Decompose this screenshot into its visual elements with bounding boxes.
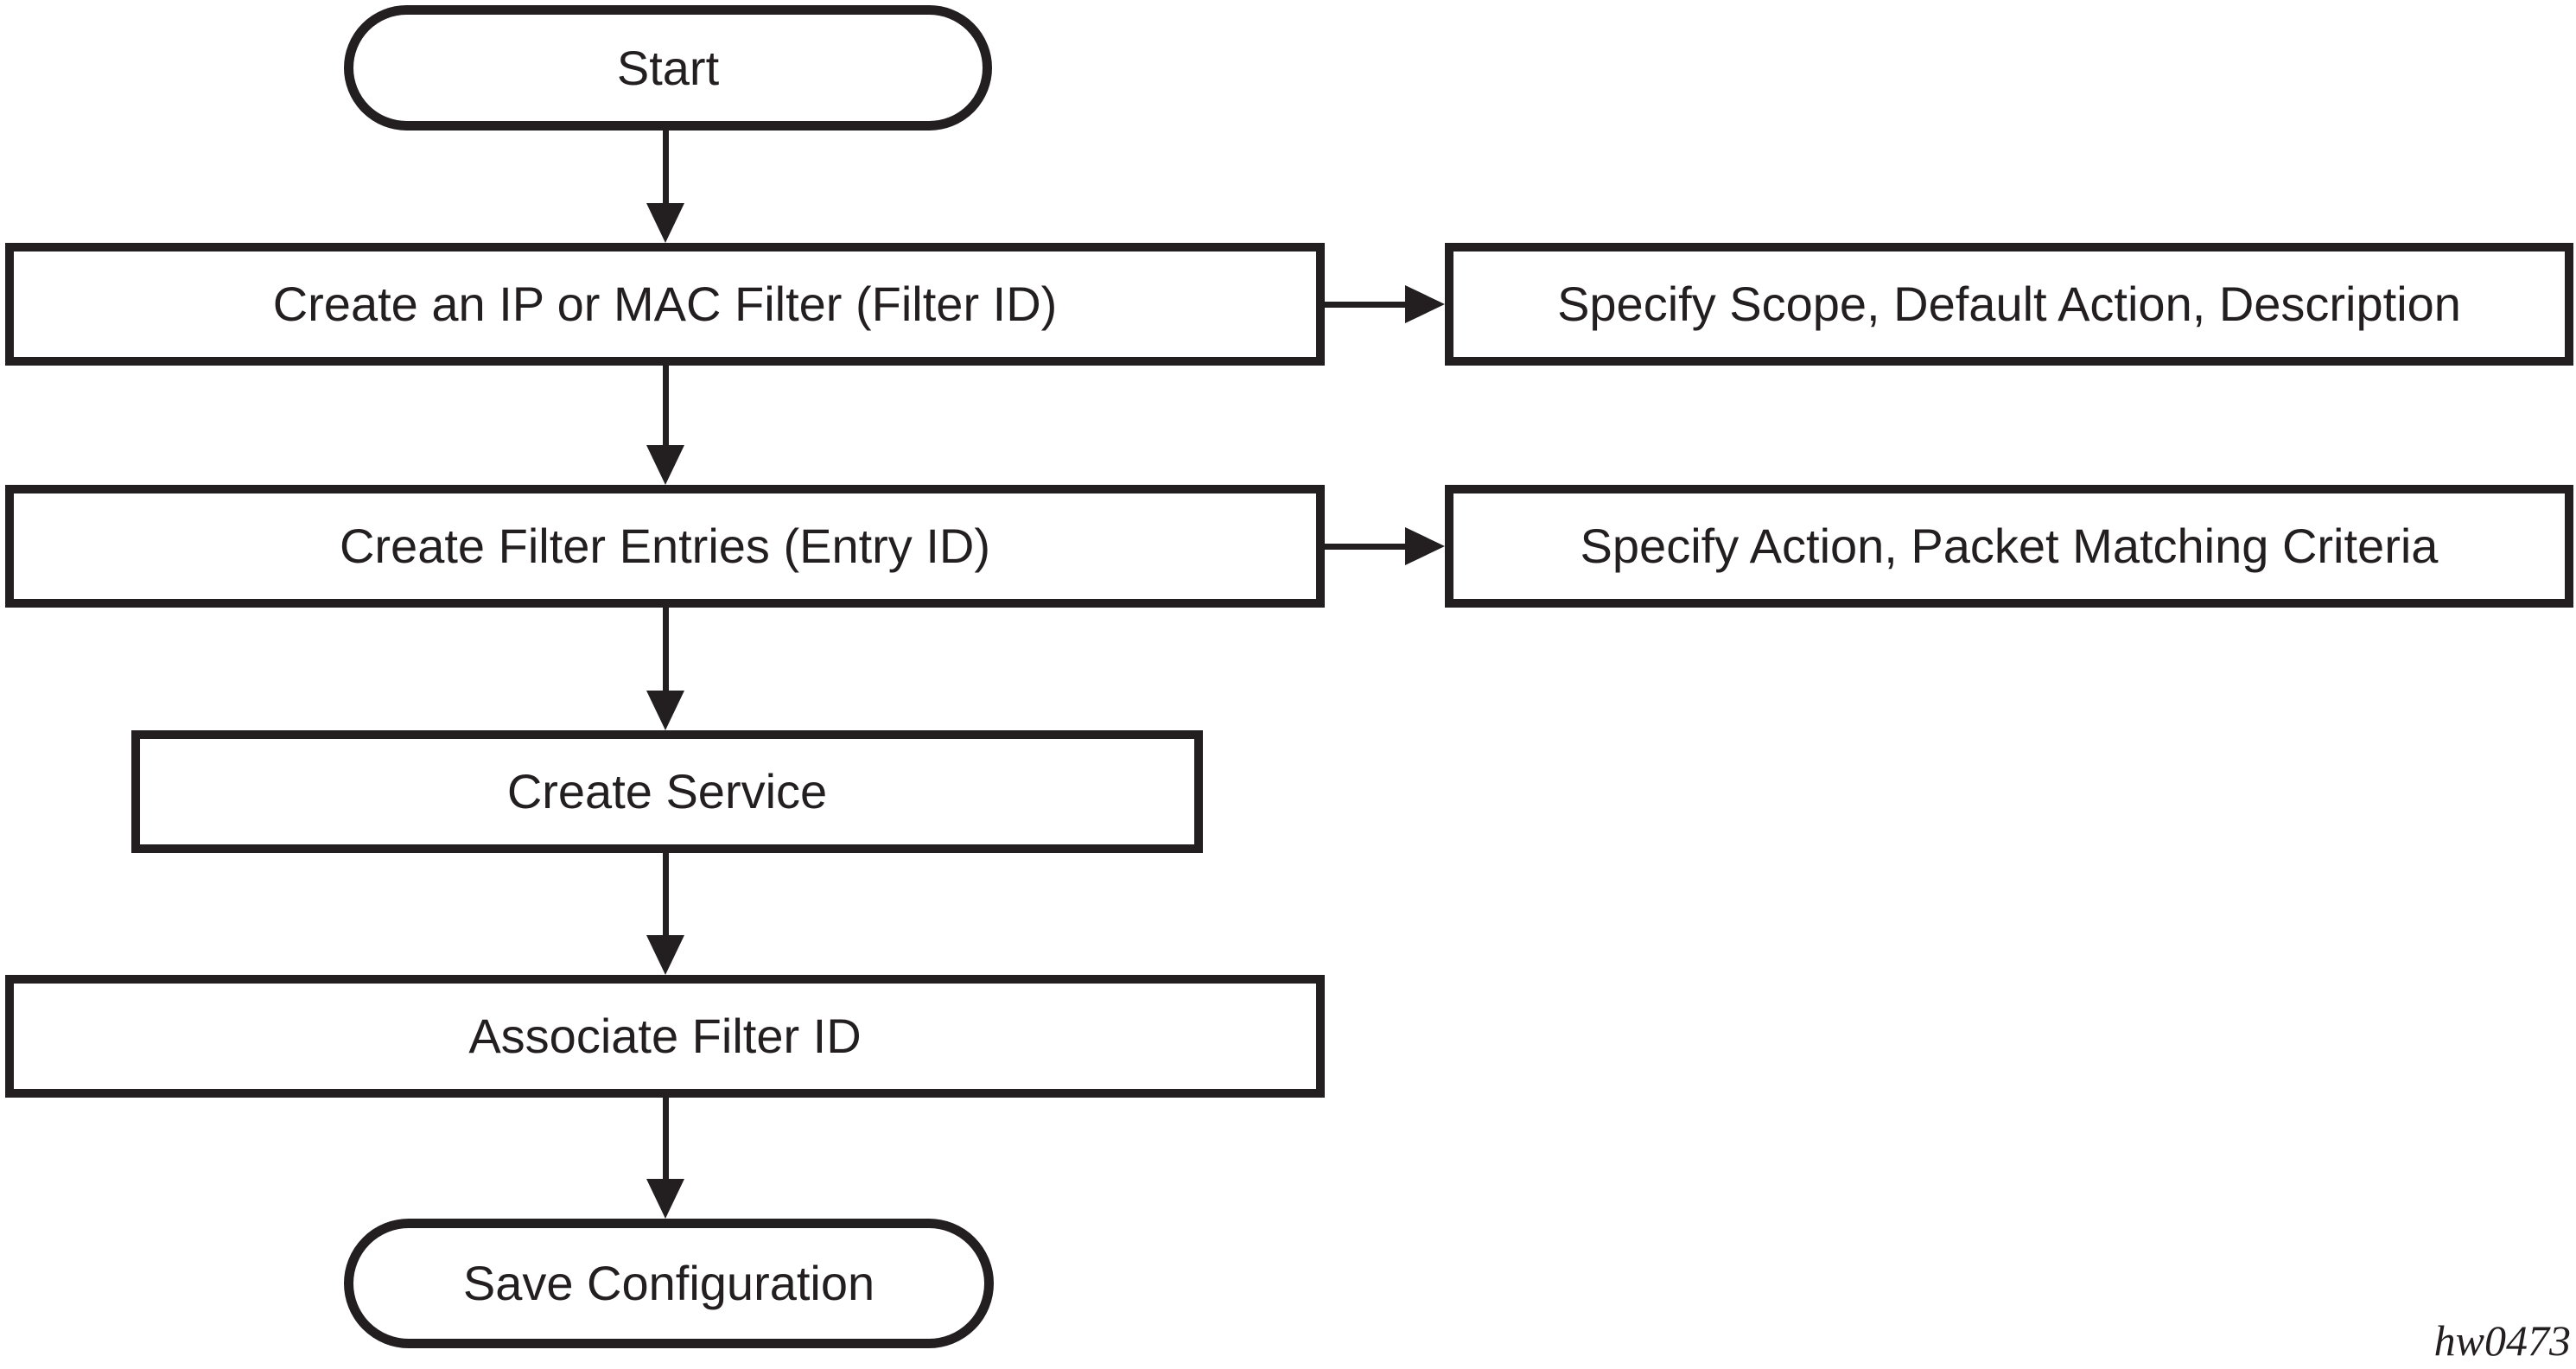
edge-line xyxy=(663,851,669,938)
arrow-right-icon xyxy=(1405,527,1445,565)
node-associate-filter: Associate Filter ID xyxy=(5,975,1325,1098)
arrow-down-icon xyxy=(646,1179,684,1219)
arrow-down-icon xyxy=(646,935,684,975)
edge-line xyxy=(663,606,669,692)
node-save-config: Save Configuration xyxy=(344,1219,994,1348)
node-start: Start xyxy=(344,5,992,131)
edge-line xyxy=(663,1096,669,1182)
arrow-right-icon xyxy=(1405,285,1445,323)
node-specify-action: Specify Action, Packet Matching Criteria xyxy=(1445,485,2573,608)
node-create-entries: Create Filter Entries (Entry ID) xyxy=(5,485,1325,608)
node-associate-filter-label: Associate Filter ID xyxy=(468,1009,862,1064)
figure-id: hw0473 xyxy=(2433,1316,2571,1365)
arrow-down-icon xyxy=(646,203,684,243)
node-specify-scope-label: Specify Scope, Default Action, Descripti… xyxy=(1557,277,2461,332)
node-create-service-label: Create Service xyxy=(506,764,828,819)
edge-line xyxy=(1325,544,1413,550)
edge-line xyxy=(663,364,669,449)
node-create-entries-label: Create Filter Entries (Entry ID) xyxy=(339,519,991,574)
edge-line xyxy=(663,129,669,207)
arrow-down-icon xyxy=(646,445,684,485)
node-specify-action-label: Specify Action, Packet Matching Criteria xyxy=(1580,519,2439,574)
node-create-filter: Create an IP or MAC Filter (Filter ID) xyxy=(5,243,1325,366)
edge-line xyxy=(1325,302,1413,308)
node-save-config-label: Save Configuration xyxy=(462,1256,875,1311)
node-create-service: Create Service xyxy=(131,730,1203,853)
node-create-filter-label: Create an IP or MAC Filter (Filter ID) xyxy=(272,277,1058,332)
node-start-label: Start xyxy=(616,40,720,95)
arrow-down-icon xyxy=(646,691,684,730)
node-specify-scope: Specify Scope, Default Action, Descripti… xyxy=(1445,243,2573,366)
